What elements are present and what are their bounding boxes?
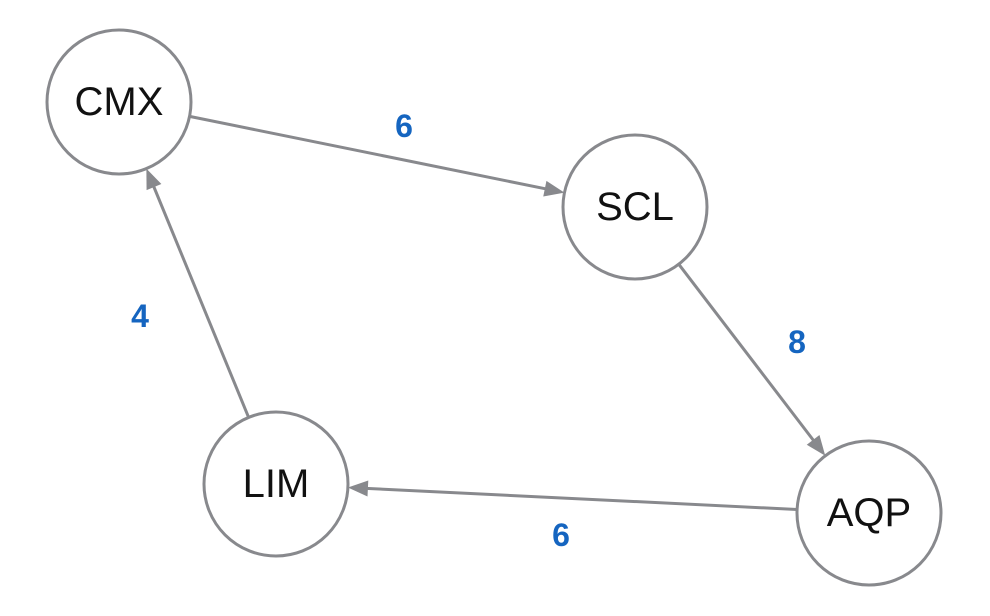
node-circle — [45, 28, 193, 176]
edge-line — [677, 263, 816, 443]
arrowhead-icon — [146, 168, 162, 191]
node-label: CMX — [75, 80, 164, 124]
node-lim: LIM — [202, 410, 350, 558]
edge-line — [151, 184, 251, 418]
edge-lim-cmx: 4 — [131, 168, 251, 418]
edge-weight-label: 6 — [552, 517, 570, 553]
arrowhead-icon — [347, 480, 369, 497]
edge-line — [189, 114, 548, 191]
node-scl: SCL — [561, 133, 709, 281]
node-circle — [202, 410, 350, 558]
node-label: LIM — [243, 462, 310, 506]
node-label: SCL — [596, 185, 674, 229]
edge-weight-label: 4 — [131, 298, 149, 334]
edge-scl-aqp: 8 — [677, 263, 826, 456]
node-circle — [561, 133, 709, 281]
node-aqp: AQP — [795, 439, 943, 587]
node-label: AQP — [827, 491, 911, 535]
node-circle — [795, 439, 943, 587]
edge-aqp-lim: 6 — [347, 480, 798, 553]
edge-weight-label: 8 — [788, 324, 806, 360]
edge-weight-label: 6 — [395, 108, 413, 144]
nodes-layer: CMX SCL AQP LIM — [45, 28, 943, 587]
node-cmx: CMX — [45, 28, 193, 176]
edge-line — [365, 486, 798, 511]
edges-layer: 6 8 6 4 — [131, 108, 826, 553]
arrowhead-icon — [806, 435, 826, 456]
arrowhead-icon — [543, 180, 565, 197]
edge-cmx-scl: 6 — [189, 108, 565, 197]
